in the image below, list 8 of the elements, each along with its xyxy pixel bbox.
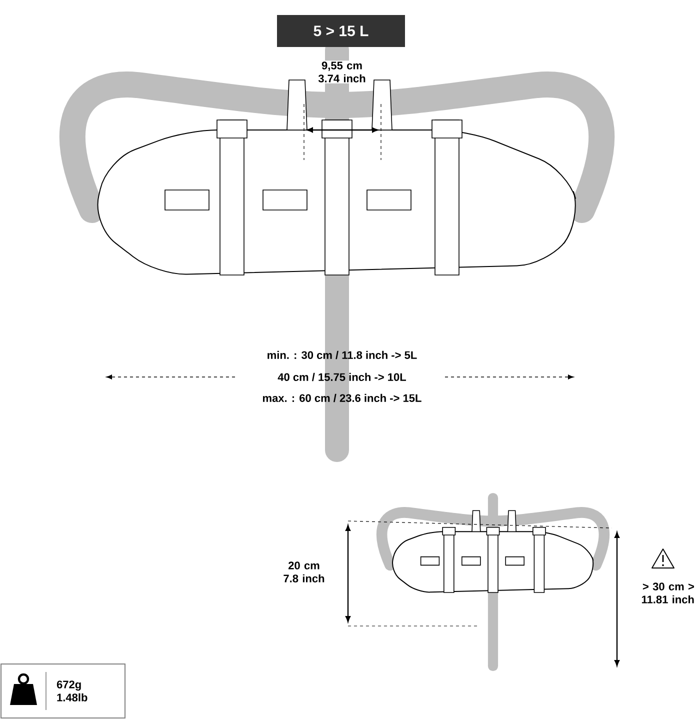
dimension-label: min. : 30 cm / 11.8 inch -> 5L bbox=[268, 350, 417, 360]
dimension-label: 20 cm 7.8 inch bbox=[284, 562, 324, 582]
dimension-label: > 30 cm > 11.81 inch bbox=[642, 582, 694, 604]
dimension-label: 9,55 cm 3.74 inch bbox=[311, 60, 373, 84]
dimension-label: max. : 60 cm / 23.6 inch -> 15L bbox=[262, 394, 422, 402]
title-box: 5 > 15 L bbox=[277, 15, 405, 47]
dimension-label: 40 cm / 15.75 inch -> 10L bbox=[278, 372, 406, 382]
weight-box: 672g 1.48lb bbox=[0, 664, 126, 718]
